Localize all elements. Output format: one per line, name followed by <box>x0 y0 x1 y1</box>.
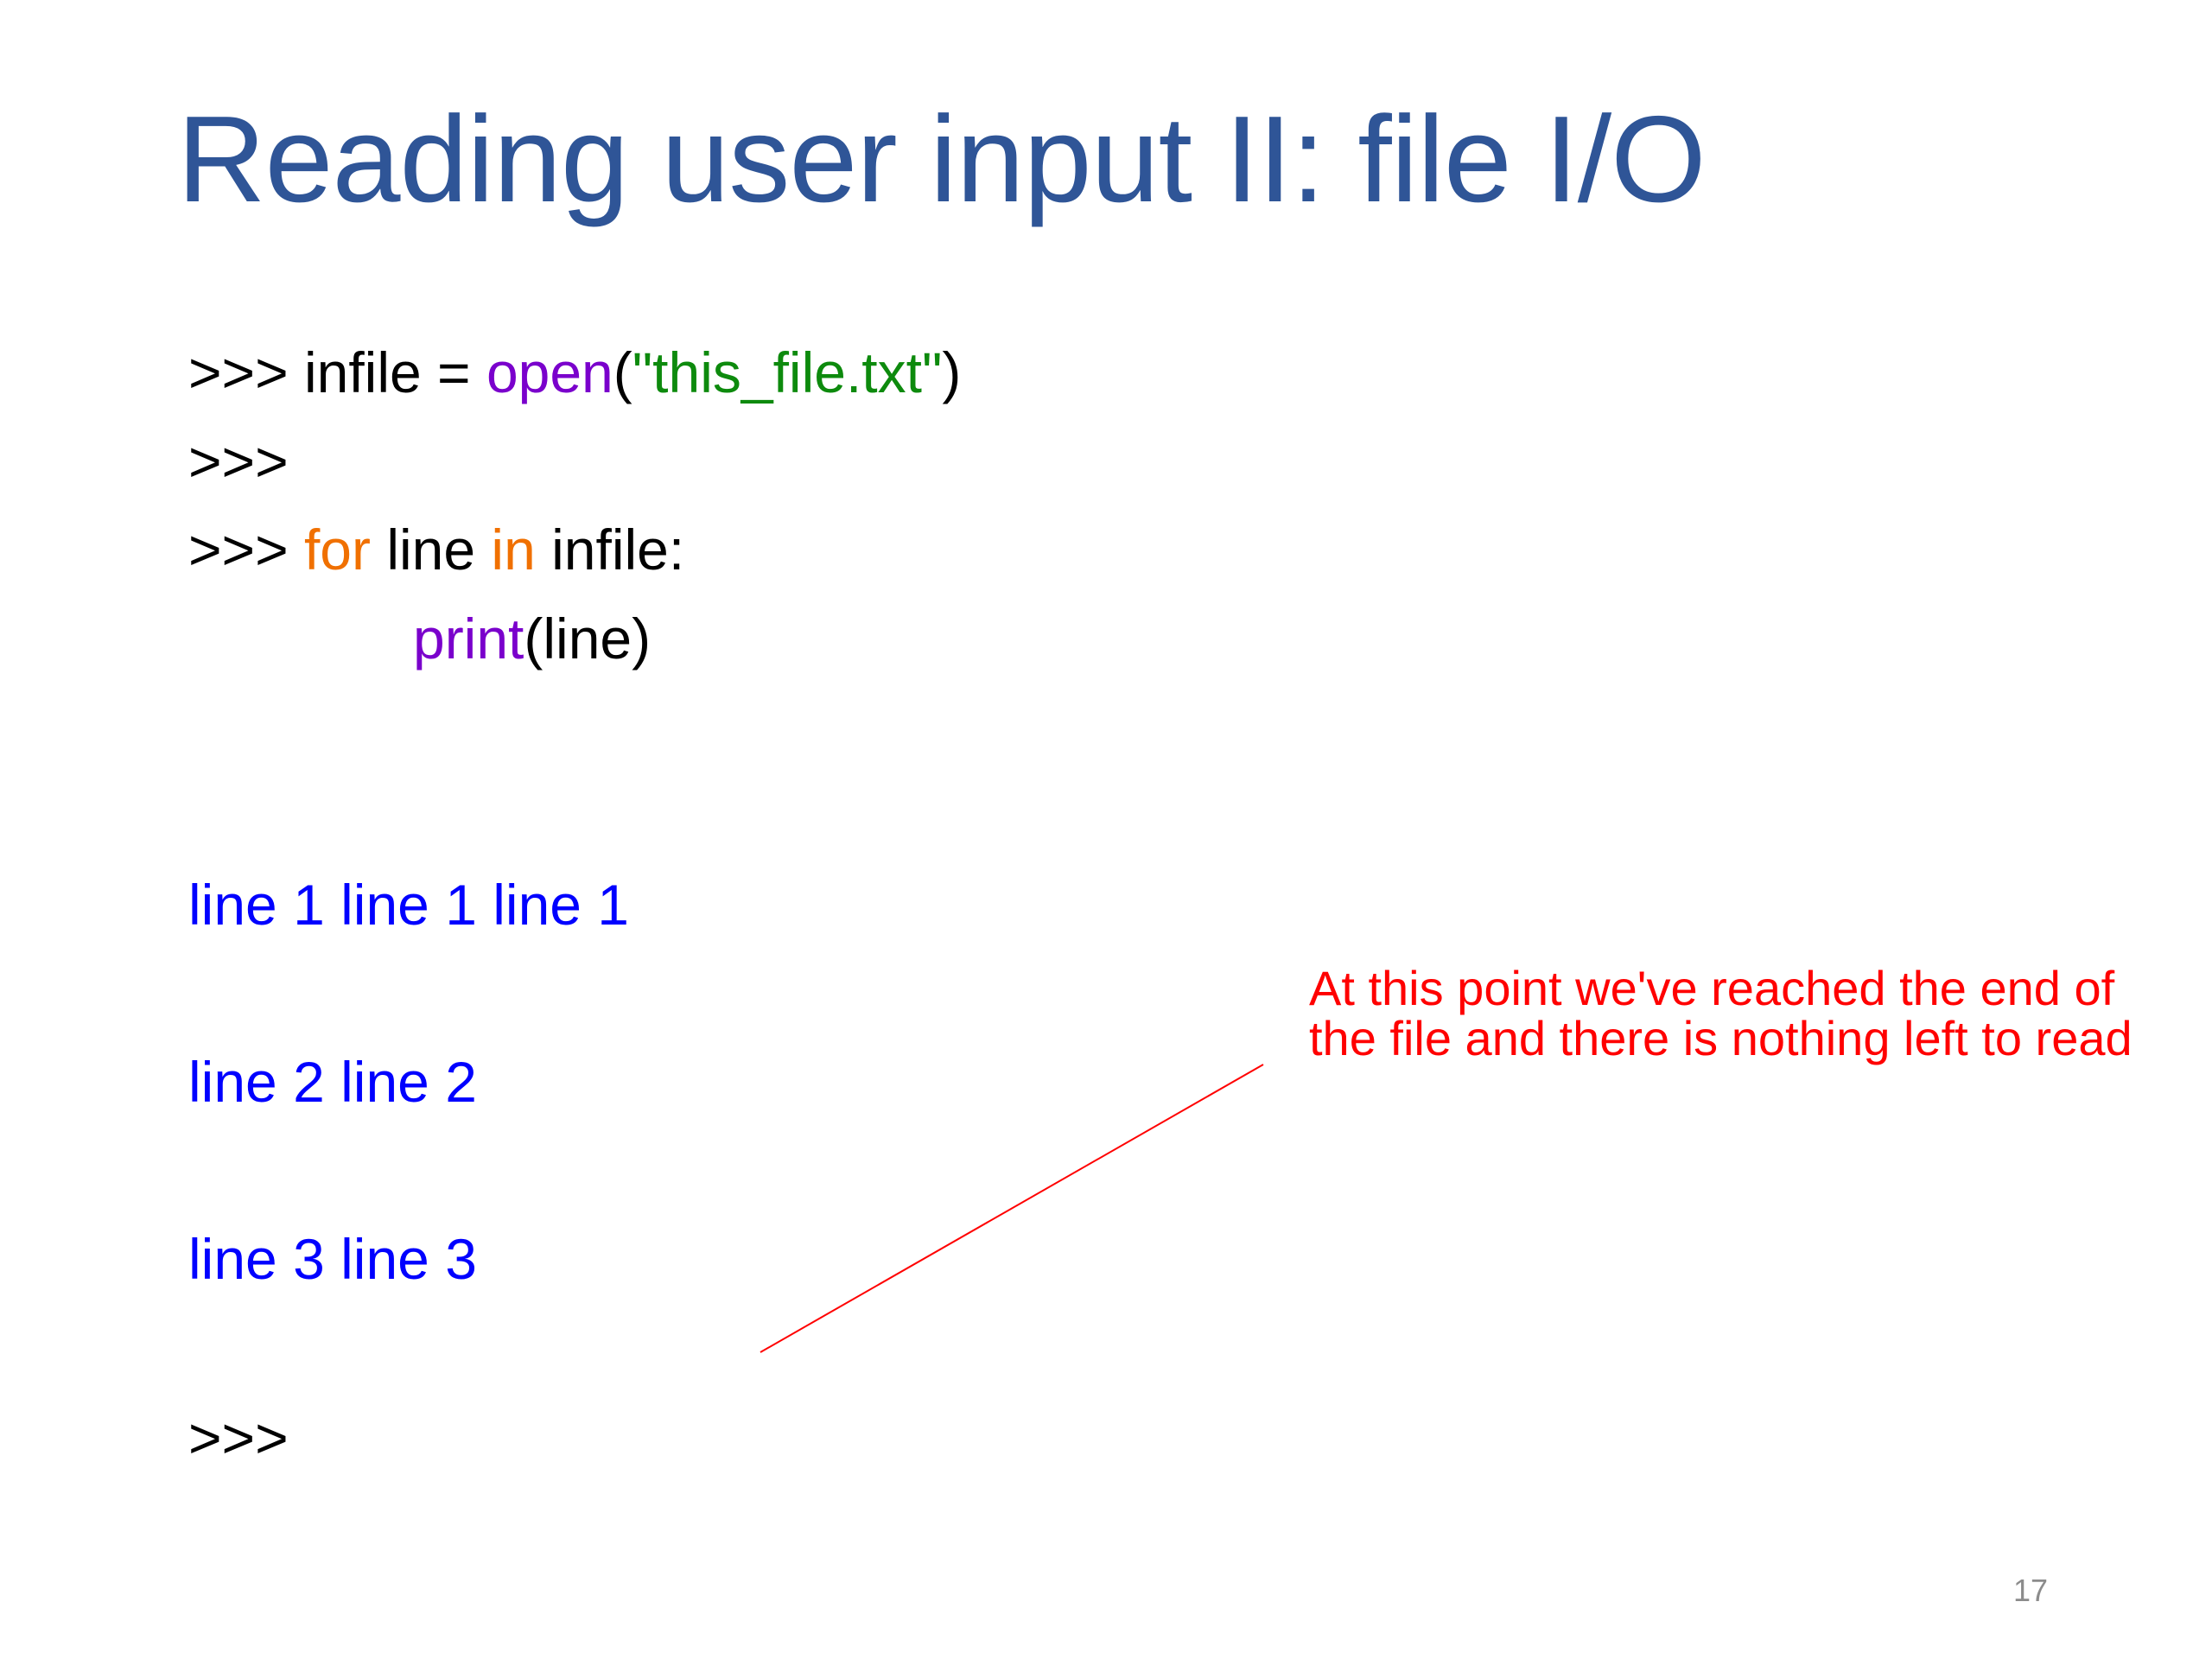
annotation-pointer <box>760 1064 1264 1353</box>
code-line-4: print(line) <box>413 605 651 673</box>
slide-title: Reading user input II: file I/O <box>177 91 1707 228</box>
code-builtin-open: open <box>486 340 613 404</box>
code-prompt: >>> <box>188 518 304 582</box>
code-prompt: >>> <box>188 340 304 404</box>
output-line-2: line 2 line 2 <box>188 1050 477 1114</box>
code-keyword-for: for <box>303 518 371 582</box>
code-line-2: >>> <box>188 428 289 496</box>
code-line-1: >>> infile = open("this_file.txt") <box>188 339 961 407</box>
page-number: 17 <box>2013 1573 2049 1608</box>
code-builtin-print: print <box>413 607 524 671</box>
code-print-args: (line) <box>524 607 652 671</box>
annotation-text: At this point we've reached the end of t… <box>1309 961 2133 1065</box>
output-line-1: line 1 line 1 line 1 <box>188 873 630 937</box>
code-paren-open: ( <box>613 340 632 404</box>
final-prompt: >>> <box>188 1406 289 1470</box>
code-loop-var: line <box>371 518 492 582</box>
output-line-3: line 3 line 3 <box>188 1227 477 1291</box>
code-assignment: infile = <box>303 340 486 404</box>
code-string-literal: "this_file.txt" <box>632 340 943 404</box>
code-iterable: infile: <box>535 518 685 582</box>
code-line-3: >>> for line in infile: <box>188 516 684 584</box>
code-paren-close: ) <box>942 340 962 404</box>
code-prompt: >>> <box>188 429 289 493</box>
code-keyword-in: in <box>491 518 536 582</box>
